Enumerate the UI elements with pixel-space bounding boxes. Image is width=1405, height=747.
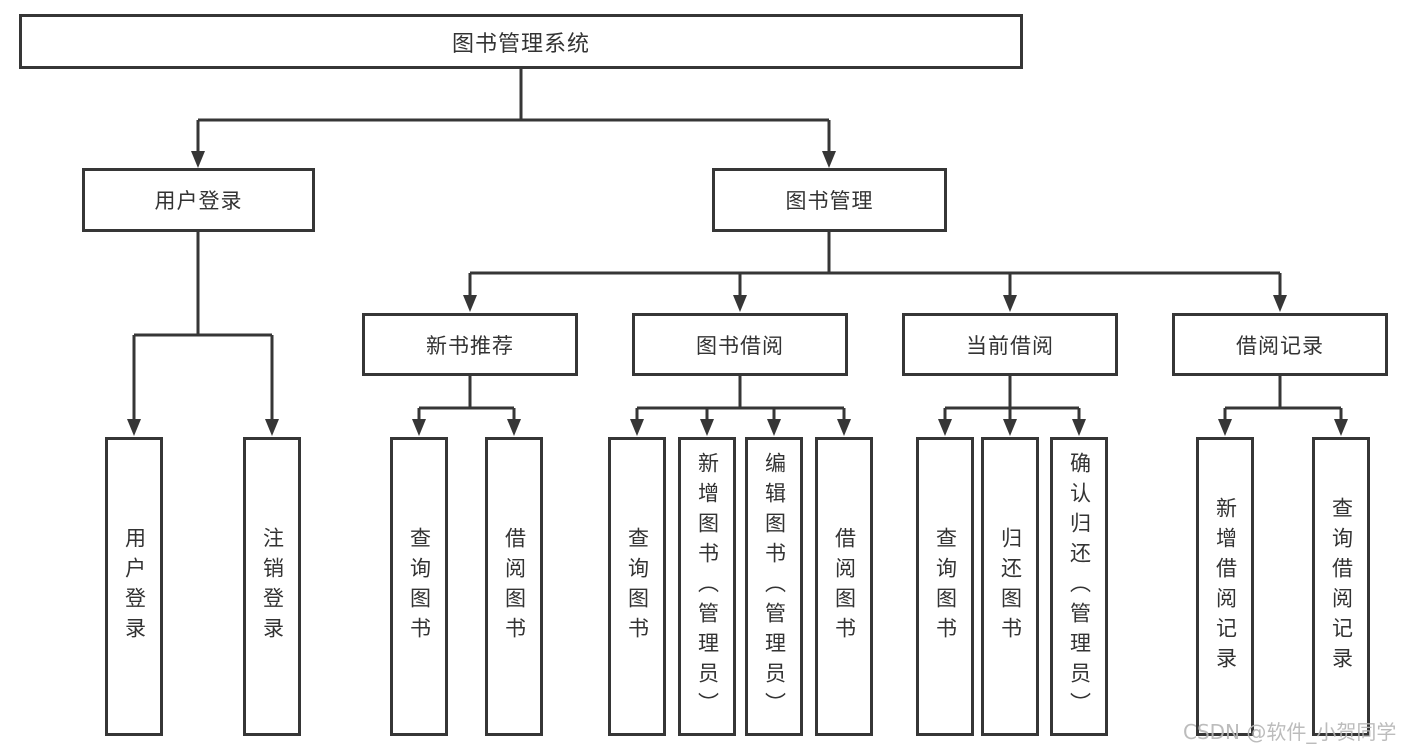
leaf-borrow-book-label: 借阅图书	[502, 526, 527, 647]
node-borrow-records: 借阅记录	[1172, 313, 1388, 376]
leaf-confirm-return-admin: 确认归还（管理员）	[1050, 437, 1108, 736]
leaf-query-borrow-record: 查询借阅记录	[1312, 437, 1370, 736]
leaf-add-borrow-record-label: 新增借阅记录	[1213, 496, 1238, 677]
leaf-query-book-label: 查询图书	[933, 526, 958, 647]
leaf-return-book: 归还图书	[981, 437, 1039, 736]
leaf-return-book-label: 归还图书	[998, 526, 1023, 647]
leaf-edit-book-admin: 编辑图书（管理员）	[745, 437, 803, 736]
arrowheads	[127, 151, 1348, 436]
leaf-query-book-under-borrowing: 查询图书	[608, 437, 666, 736]
leaf-query-borrow-record-label: 查询借阅记录	[1329, 496, 1354, 677]
leaf-borrow-book-under-borrowing: 借阅图书	[815, 437, 873, 736]
node-root-system: 图书管理系统	[19, 14, 1023, 69]
leaf-query-book-under-current: 查询图书	[916, 437, 974, 736]
csdn-watermark: CSDN @软件_小贺同学	[1183, 720, 1397, 744]
leaf-borrow-book-under-recommend: 借阅图书	[485, 437, 543, 736]
node-current-borrowing: 当前借阅	[902, 313, 1118, 376]
node-book-borrowing: 图书借阅	[632, 313, 848, 376]
leaf-query-book-label: 查询图书	[625, 526, 650, 647]
node-new-book-recommend: 新书推荐	[362, 313, 578, 376]
leaf-borrow-book-label: 借阅图书	[832, 526, 857, 647]
leaf-confirm-return-admin-label: 确认归还（管理员）	[1067, 451, 1092, 722]
leaf-user-login: 用户登录	[105, 437, 163, 736]
leaf-add-book-admin-label: 新增图书（管理员）	[695, 451, 720, 722]
leaf-query-book-under-recommend: 查询图书	[390, 437, 448, 736]
leaf-logout-label: 注销登录	[260, 526, 285, 647]
leaf-edit-book-admin-label: 编辑图书（管理员）	[762, 451, 787, 722]
leaf-add-book-admin: 新增图书（管理员）	[678, 437, 736, 736]
leaf-query-book-label: 查询图书	[407, 526, 432, 647]
node-book-management: 图书管理	[712, 168, 947, 232]
leaf-add-borrow-record: 新增借阅记录	[1196, 437, 1254, 736]
leaf-user-login-label: 用户登录	[122, 526, 147, 647]
leaf-logout: 注销登录	[243, 437, 301, 736]
node-user-login: 用户登录	[82, 168, 315, 232]
